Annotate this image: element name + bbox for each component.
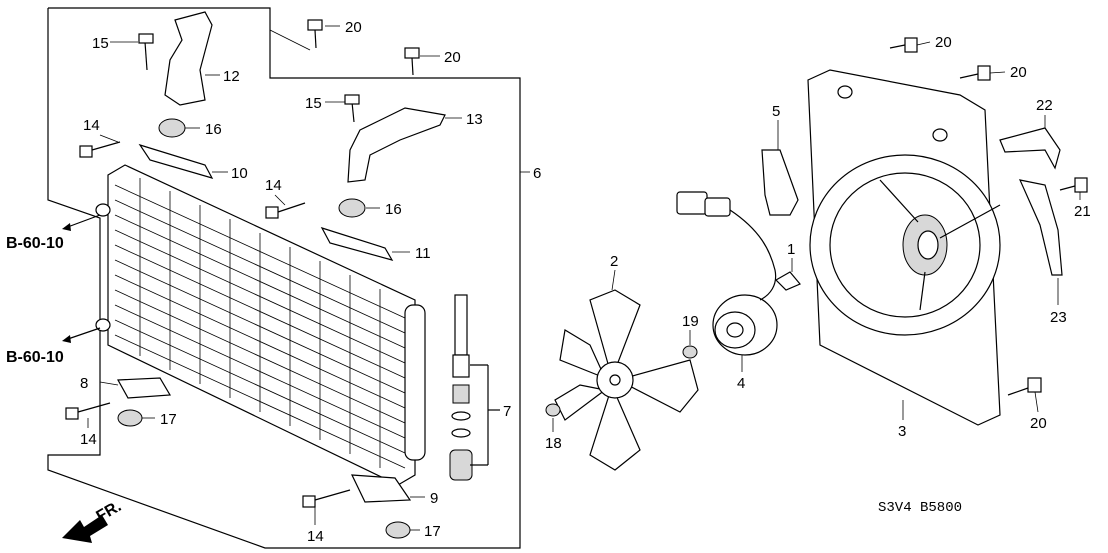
callout-16: 16 [205,121,222,138]
svg-text:B-60-10: B-60-10 [6,235,64,252]
nut-19 [682,345,698,359]
callout-4: 4 [737,375,745,392]
callout-10: 10 [231,165,248,182]
reference-upper: B-60-10 [6,214,101,252]
bolt-20-shroud-second [959,65,991,81]
callout-16: 16 [385,201,402,218]
callout-7: 7 [503,403,511,420]
arrow-icon [62,223,71,231]
bolt-20-top [307,19,323,49]
diagram-code: S3V4 B5800 [878,500,962,516]
mount-lug-upper [95,203,111,217]
callout-23: 23 [1050,309,1067,326]
callout-8: 8 [80,375,88,392]
callout-20: 20 [1030,415,1047,432]
condenser [95,164,426,486]
bracket-11 [320,226,394,261]
group-outline [47,7,521,549]
callout-15: 15 [305,95,322,112]
callout-20: 20 [1010,64,1027,81]
bolt-20-shroud-top [889,37,918,53]
nut-18 [545,403,561,417]
reference-lower: B-60-10 [6,327,101,366]
fan-blade [554,289,699,471]
callout-22: 22 [1036,97,1053,114]
callout-12: 12 [223,68,240,85]
callout-2: 2 [610,253,618,270]
callout-19: 19 [682,313,699,330]
callout-3: 3 [898,423,906,440]
bracket-10 [138,143,214,179]
callout-14: 14 [80,431,97,448]
bolt-15-lower [344,94,360,123]
callout-14: 14 [83,117,100,134]
cushion-17-upper [117,409,143,427]
bolt-14-b [265,202,306,219]
leader-lines [87,25,1081,531]
callout-9: 9 [430,490,438,507]
callout-1: 1 [787,241,795,258]
bracket-9 [351,474,412,503]
front-arrow-icon [62,515,108,543]
rubber-mount-lower [338,198,366,218]
callout-5: 5 [772,103,780,120]
bolt-15-upper [138,33,154,71]
fan-shroud [807,69,1001,426]
callout-6: 6 [533,165,541,182]
bracket-13 [347,107,446,183]
callout-13: 13 [466,111,483,128]
bracket-22 [999,127,1061,170]
callout-14: 14 [307,528,324,545]
bracket-23 [1018,179,1063,276]
front-marker: FR. [62,498,124,543]
bolt-21 [1059,177,1088,193]
harness-clip [775,271,801,291]
condenser-fins [114,178,406,469]
callout-17: 17 [160,411,177,428]
bolt-14-a [79,141,121,158]
bracket-5 [761,149,799,216]
bracket-8 [117,377,172,399]
fan-motor [712,294,778,356]
callout-15: 15 [92,35,109,52]
receiver-tank [404,304,426,461]
bolt-14-d [302,489,351,508]
callout-17: 17 [424,523,441,540]
bolt-20-shroud-lower [1007,377,1042,396]
callout-20: 20 [935,34,952,51]
callout-11: 11 [415,245,431,262]
bolt-20-second [404,47,420,76]
cushion-17-lower [385,521,411,539]
bolt-14-c [65,402,111,420]
callout-14: 14 [265,177,282,194]
callout-20: 20 [345,19,362,36]
rubber-mount-upper [158,118,186,138]
callout-20: 20 [444,49,461,66]
callout-18: 18 [545,435,562,452]
motor-harness [676,191,801,301]
svg-text:B-60-10: B-60-10 [6,349,64,366]
callout-21: 21 [1074,203,1091,220]
arrow-icon [62,335,71,343]
bracket-12 [164,11,213,106]
receiver-parts-7 [449,294,500,481]
